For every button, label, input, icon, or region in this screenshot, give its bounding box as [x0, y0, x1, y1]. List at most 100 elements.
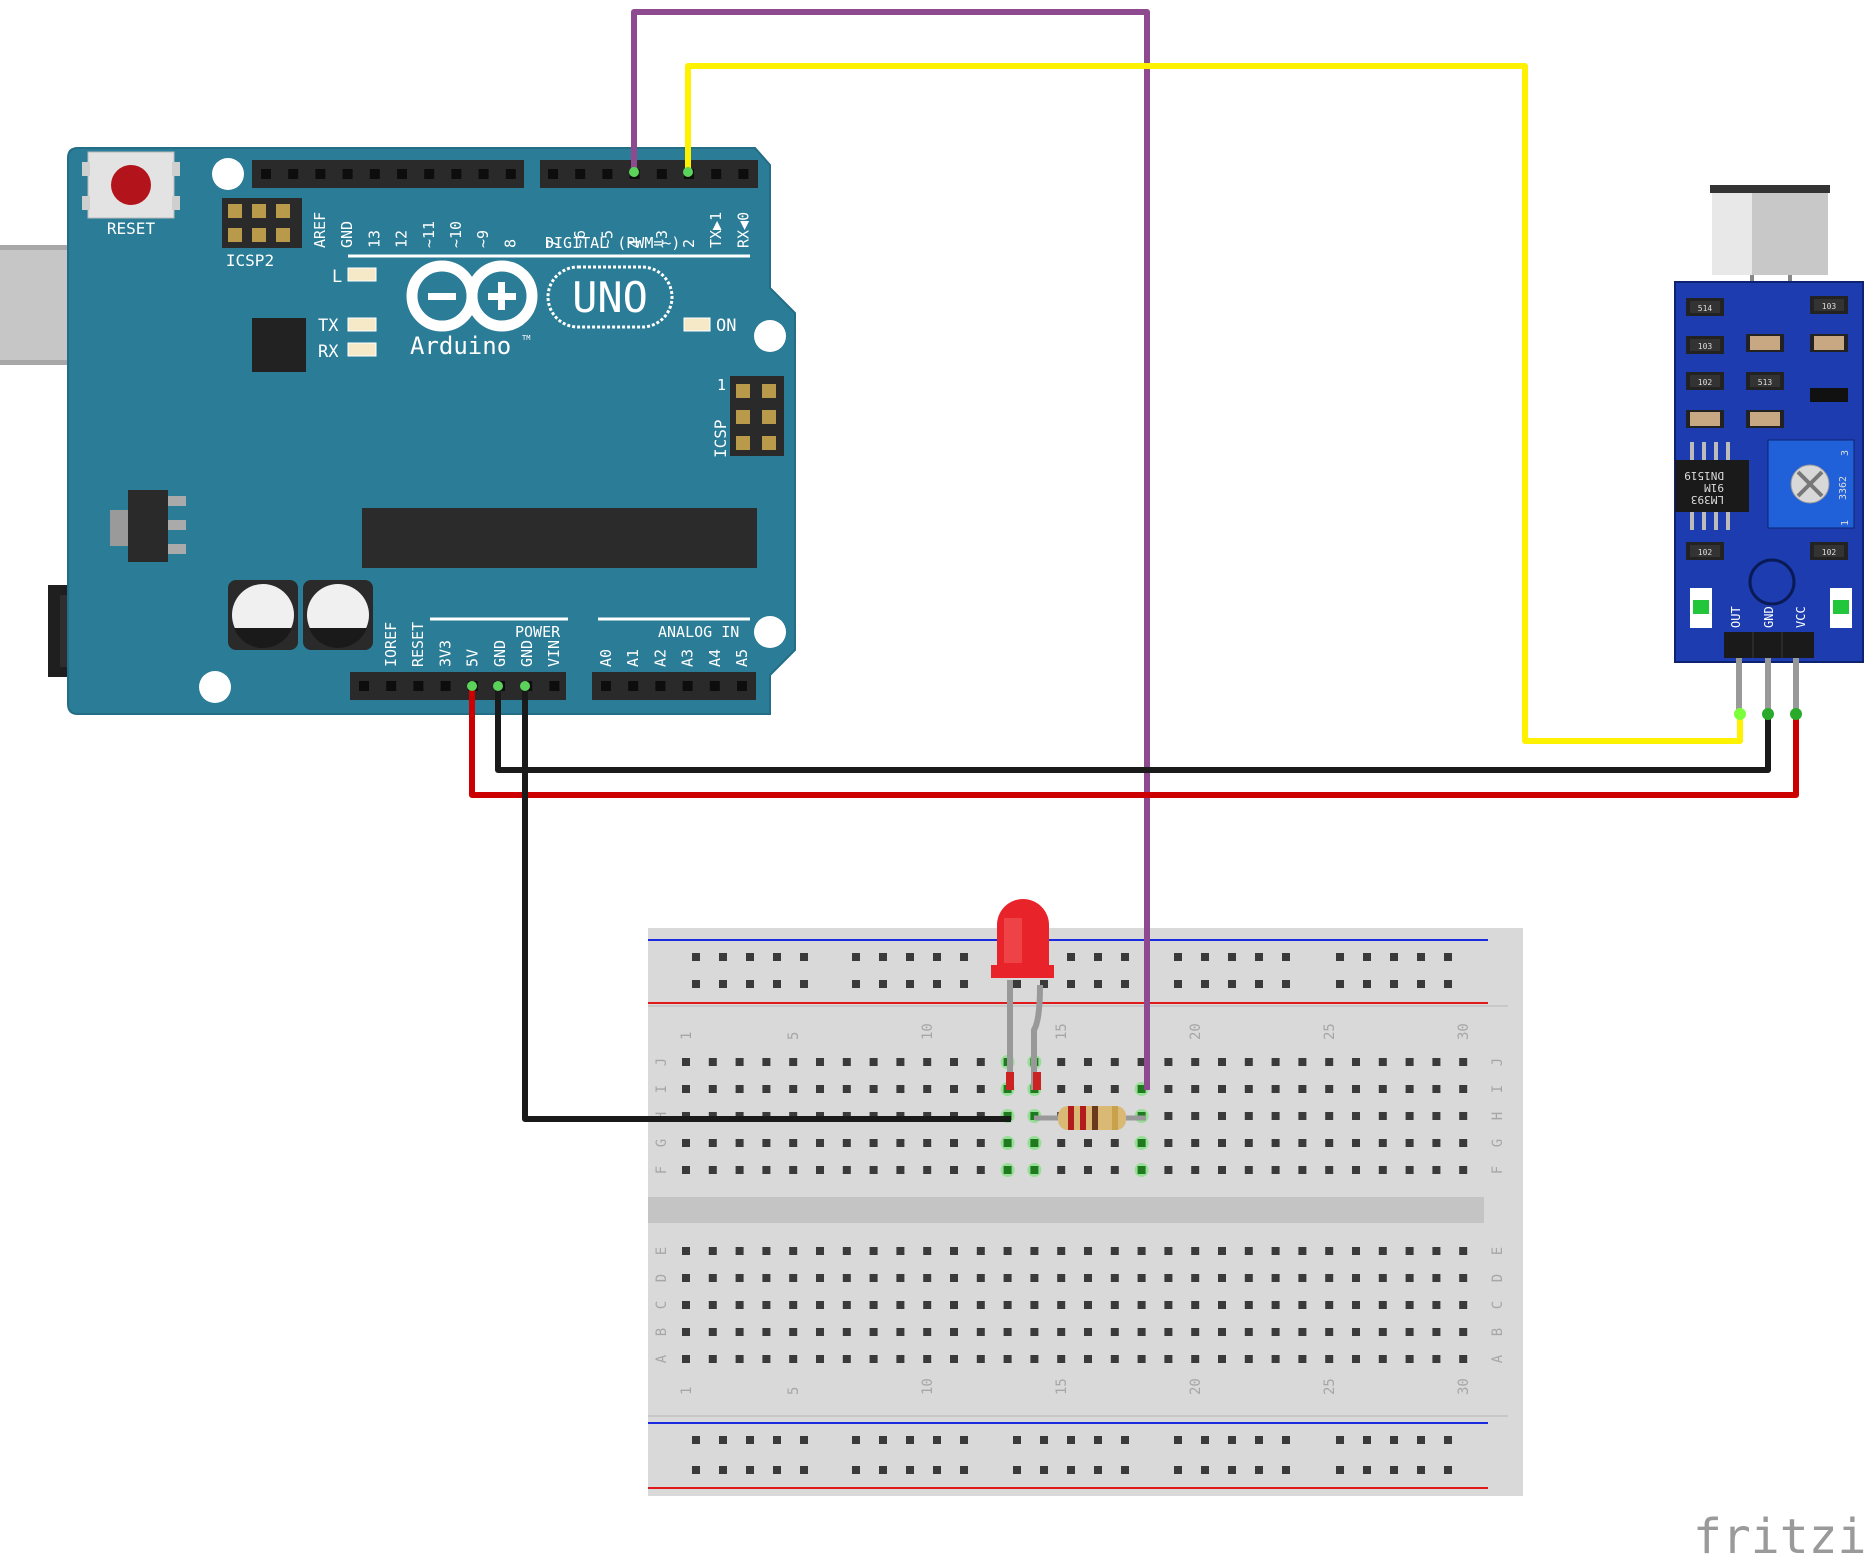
power-label: POWER — [515, 623, 561, 641]
breadboard-column-label: 15 — [1054, 1378, 1070, 1395]
breadboard-hole — [1110, 1085, 1119, 1093]
pin-label: AREF — [311, 212, 329, 248]
svg-text:102: 102 — [1698, 548, 1713, 557]
breadboard-hole — [852, 980, 860, 988]
breadboard-hole — [719, 980, 727, 988]
breadboard-hole — [950, 1355, 958, 1363]
breadboard-hole — [692, 1466, 700, 1474]
potentiometer-icon[interactable] — [1767, 439, 1855, 529]
breadboard-hole — [1325, 1058, 1334, 1066]
pin-label: 13 — [365, 230, 383, 248]
led-tx — [347, 317, 377, 332]
breadboard-hole — [1417, 1466, 1425, 1474]
wire-purple — [631, 9, 1150, 1090]
breadboard-hole — [852, 1466, 860, 1474]
breadboard-hole — [933, 1436, 941, 1444]
breadboard-hole — [879, 953, 887, 961]
breadboard-hole — [1271, 1085, 1280, 1093]
smd-component: 102 — [1810, 542, 1848, 560]
breadboard-hole — [1459, 1112, 1468, 1120]
breadboard-hole — [1003, 1328, 1012, 1336]
breadboard-hole — [842, 1139, 851, 1147]
breadboard-hole — [1164, 1058, 1173, 1066]
breadboard-hole — [842, 1301, 851, 1309]
breadboard-hole — [1067, 980, 1075, 988]
reset-button[interactable] — [82, 151, 180, 219]
breadboard-hole — [789, 1328, 798, 1336]
breadboard-hole — [1094, 1466, 1102, 1474]
breadboard-row-label: B — [1490, 1328, 1506, 1336]
breadboard-hole — [1201, 1436, 1209, 1444]
breadboard-hole — [762, 1328, 771, 1336]
breadboard-hole — [735, 1139, 744, 1147]
breadboard-hole — [1271, 1328, 1280, 1336]
breadboard-hole — [1030, 1355, 1039, 1363]
breadboard-hole — [1325, 1112, 1334, 1120]
breadboard-hole — [950, 1139, 958, 1147]
breadboard-hole — [1228, 1436, 1236, 1444]
breadboard-hole — [1084, 1247, 1092, 1255]
svg-text:103: 103 — [1822, 302, 1837, 311]
breadboard-hole — [879, 1436, 887, 1444]
breadboard-row-label: D — [1490, 1274, 1506, 1282]
breadboard-hole — [1459, 1274, 1468, 1282]
breadboard-hole — [1271, 1139, 1280, 1147]
digital-header-right — [540, 160, 758, 188]
breadboard-hole — [1228, 980, 1236, 988]
pin-label: ~3 — [653, 230, 671, 248]
breadboard-hole — [1417, 1436, 1425, 1444]
breadboard-hole — [906, 980, 914, 988]
breadboard-hole — [735, 1355, 744, 1363]
breadboard-hole — [1164, 1274, 1173, 1282]
breadboard-hole — [746, 1436, 754, 1444]
breadboard-hole — [1218, 1328, 1226, 1336]
breadboard-hole — [1378, 1112, 1387, 1120]
breadboard-hole — [960, 1466, 968, 1474]
breadboard-hole — [1191, 1112, 1200, 1120]
breadboard-hole — [1084, 1058, 1092, 1066]
breadboard-hole — [1244, 1112, 1253, 1120]
breadboard-hole — [1084, 1355, 1092, 1363]
breadboard-hole — [692, 980, 700, 988]
red-led — [991, 899, 1054, 1090]
breadboard-hole — [1352, 1166, 1360, 1174]
breadboard-hole — [1218, 1139, 1226, 1147]
breadboard-hole — [1003, 1166, 1012, 1174]
pin-label: IOREF — [382, 622, 400, 667]
breadboard-hole — [719, 1436, 727, 1444]
breadboard-hole — [1298, 1058, 1307, 1066]
breadboard-hole — [976, 1301, 985, 1309]
breadboard-hole — [746, 953, 754, 961]
breadboard-hole — [719, 953, 727, 961]
pin-label: A5 — [733, 649, 751, 667]
breadboard-hole — [1352, 1301, 1360, 1309]
smd-component: 102 — [1686, 372, 1724, 390]
breadboard-hole — [950, 1085, 958, 1093]
breadboard-hole — [1271, 1058, 1280, 1066]
breadboard-hole — [896, 1247, 905, 1255]
breadboard-hole — [1405, 1355, 1414, 1363]
breadboard-hole — [682, 1247, 690, 1255]
smd-component: 514 — [1686, 298, 1724, 316]
mount-hole — [754, 320, 786, 352]
breadboard-hole — [1432, 1301, 1441, 1309]
breadboard-hole — [1040, 980, 1048, 988]
breadboard-hole — [762, 1301, 771, 1309]
breadboard-hole — [1121, 953, 1129, 961]
breadboard-hole — [933, 1466, 941, 1474]
icsp-label: ICSP — [711, 419, 730, 458]
breadboard-hole — [692, 1436, 700, 1444]
breadboard-hole — [1282, 1466, 1290, 1474]
breadboard-hole — [773, 1436, 781, 1444]
breadboard-hole — [1137, 1247, 1146, 1255]
svg-text:514: 514 — [1698, 304, 1713, 313]
breadboard-hole — [682, 1355, 690, 1363]
reset-label: RESET — [107, 219, 156, 238]
breadboard-hole — [789, 1085, 798, 1093]
pin-label: A1 — [624, 649, 642, 667]
breadboard-hole — [816, 1139, 824, 1147]
breadboard-row-label: H — [1490, 1112, 1506, 1120]
